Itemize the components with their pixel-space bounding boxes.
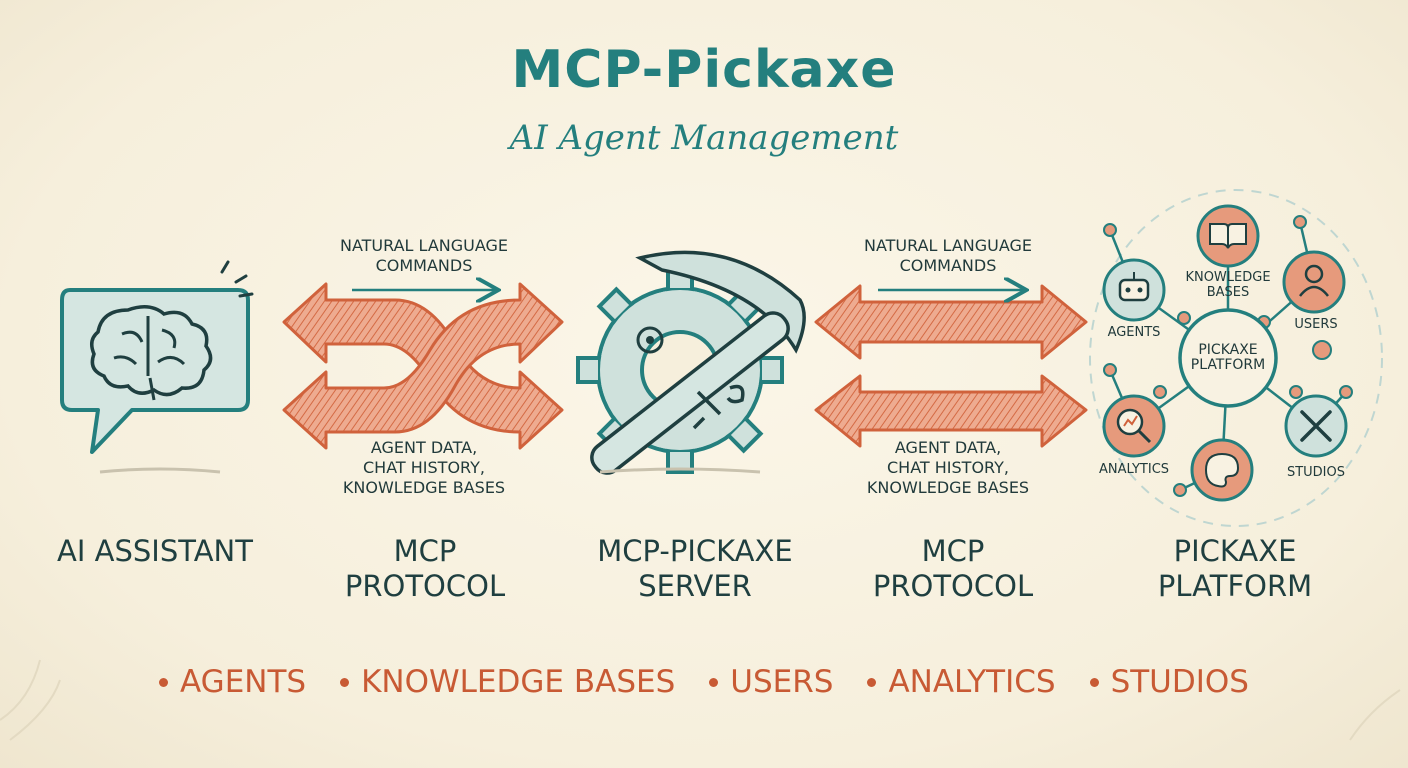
magnifier-chart-icon xyxy=(1102,394,1166,458)
feature-item: AGENTS xyxy=(159,664,306,700)
gear-pickaxe-icon xyxy=(576,250,806,475)
feature-item: USERS xyxy=(709,664,833,700)
stage-label-pickaxe-platform: PICKAXE PLATFORM xyxy=(1157,534,1313,603)
platform-node-label-knowledge-bases: KNOWLEDGE BASES xyxy=(1185,270,1271,300)
parallel-arrows-icon xyxy=(814,286,1088,448)
bullet-icon xyxy=(159,677,169,687)
platform-node-label-studios: STUDIOS xyxy=(1286,465,1346,480)
stage-label-mcp-protocol-right: MCP PROTOCOL xyxy=(872,534,1034,603)
platform-node-label-agents: AGENTS xyxy=(1107,325,1161,340)
flow-label-left-bottom: AGENT DATA, CHAT HISTORY, KNOWLEDGE BASE… xyxy=(342,438,506,497)
feature-item: ANALYTICS xyxy=(867,664,1056,700)
user-icon xyxy=(1282,250,1346,314)
stage-label-pickaxe-server: MCP-PICKAXE SERVER xyxy=(597,534,793,603)
flow-label-left-top: NATURAL LANGUAGE COMMANDS xyxy=(339,236,509,275)
book-icon xyxy=(1196,204,1260,268)
crossed-arrows-icon xyxy=(282,284,564,450)
flow-label-right-top: NATURAL LANGUAGE COMMANDS xyxy=(863,236,1033,275)
feature-item: STUDIOS xyxy=(1089,664,1249,700)
tools-icon xyxy=(1284,394,1348,458)
brain-speech-bubble-icon xyxy=(60,260,254,474)
stage-label-mcp-protocol-left: MCP PROTOCOL xyxy=(344,534,506,603)
bullet-icon xyxy=(867,677,877,687)
page-title: MCP-Pickaxe xyxy=(511,40,897,100)
robot-icon xyxy=(1102,258,1166,322)
feature-list: AGENTS KNOWLEDGE BASES USERS ANALYTICS S… xyxy=(0,664,1408,700)
flow-label-right-bottom: AGENT DATA, CHAT HISTORY, KNOWLEDGE BASE… xyxy=(866,438,1030,497)
page-subtitle: AI Agent Management xyxy=(509,118,899,158)
stage-label-ai-assistant: AI ASSISTANT xyxy=(57,534,253,568)
feature-item: KNOWLEDGE BASES xyxy=(340,664,675,700)
bullet-icon xyxy=(1089,677,1099,687)
bullet-icon xyxy=(709,677,719,687)
palette-icon xyxy=(1190,438,1254,502)
platform-center-label: PICKAXE PLATFORM xyxy=(1190,342,1266,373)
bullet-icon xyxy=(340,677,350,687)
platform-node-label-analytics: ANALYTICS xyxy=(1098,462,1170,477)
platform-node-label-users: USERS xyxy=(1294,317,1338,332)
